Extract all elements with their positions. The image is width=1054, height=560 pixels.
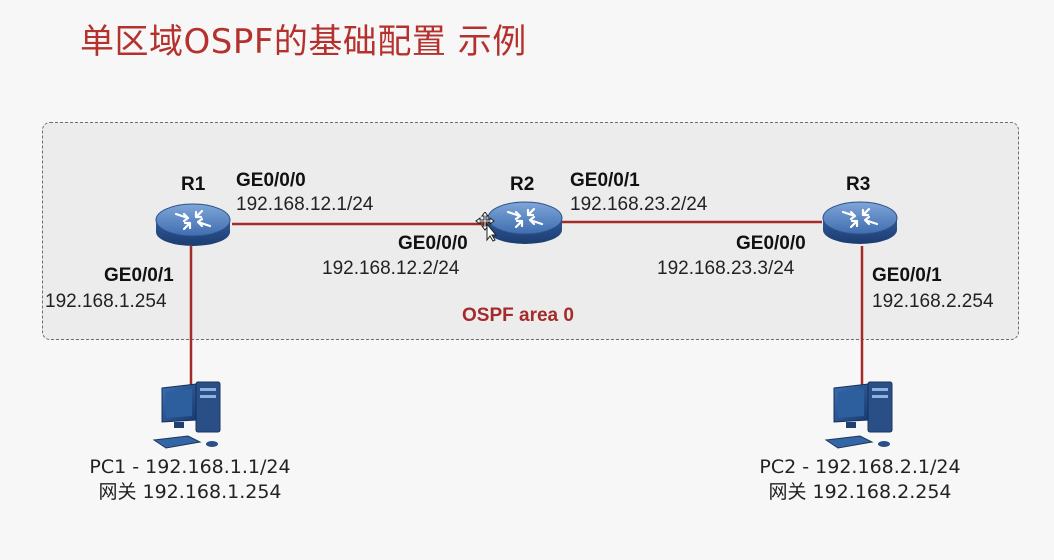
pc1-label: PC1 - 192.168.1.1/24 网关 192.168.1.254 [70,455,310,505]
ospf-area-label: OSPF area 0 [462,305,574,326]
r1-ge001-port: GE0/0/1 [104,265,174,286]
pc2-address: PC2 - 192.168.2.1/24 [759,456,961,478]
pc2-label: PC2 - 192.168.2.1/24 网关 192.168.2.254 [740,455,980,505]
r3-ge001-ip: 192.168.2.254 [872,291,994,312]
pc1-gateway: 网关 192.168.1.254 [98,481,282,503]
r1-ge000-ip: 192.168.12.1/24 [236,194,374,215]
router-r2-icon[interactable] [486,196,564,250]
move-cursor-icon [475,212,497,242]
r2-ge000-ip: 192.168.12.2/24 [322,258,460,279]
r3-ge000-ip: 192.168.23.3/24 [657,258,795,279]
r3-ge001-port: GE0/0/1 [872,265,942,286]
router-r1-icon[interactable] [154,198,232,252]
r2-ge000-port: GE0/0/0 [398,233,468,254]
router-r3-icon[interactable] [821,196,899,250]
r3-ge000-port: GE0/0/0 [736,233,806,254]
pc1-address: PC1 - 192.168.1.1/24 [89,456,291,478]
diagram-title: 单区域OSPF的基础配置 示例 [80,22,527,62]
pc1-computer-icon[interactable] [148,378,230,454]
r2-ge001-port: GE0/0/1 [570,170,640,191]
pc2-gateway: 网关 192.168.2.254 [768,481,952,503]
router-r2-label: R2 [510,174,535,195]
r1-ge001-ip: 192.168.1.254 [45,291,167,312]
pc2-computer-icon[interactable] [820,378,902,454]
router-r3-label: R3 [846,174,871,195]
r1-ge000-port: GE0/0/0 [236,170,306,191]
router-r1-label: R1 [181,174,206,195]
r2-ge001-ip: 192.168.23.2/24 [570,194,708,215]
